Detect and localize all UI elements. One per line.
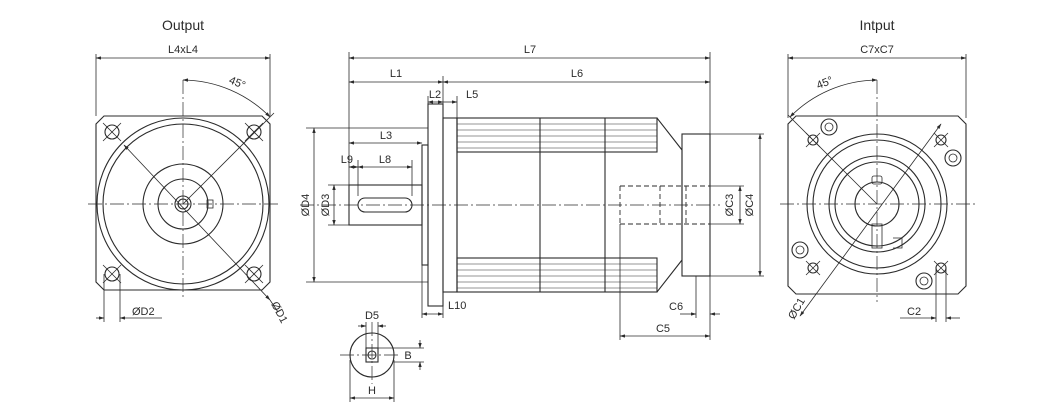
c4-label: ØC4 [744,194,756,217]
c7-label: C7xC7 [860,44,894,56]
l5-label: L5 [466,89,478,101]
h-label: H [368,385,376,397]
c3-label: ØC3 [724,194,736,217]
c1-label: ØC1 [786,296,808,322]
c6-label: C6 [669,301,683,313]
l7-label: L7 [524,44,536,56]
input-angle-label: 45° [815,75,835,92]
l3-label: L3 [380,130,392,142]
d5-label: D5 [365,310,379,322]
c5-label: C5 [656,323,670,335]
input-view: Intput C7xC7 45° [780,17,975,322]
shaft-section-view: D5 B H [340,310,424,402]
d1-label: ØD1 [268,300,289,326]
side-view: L7 L1 L6 L2 L5 L3 L9 L8 ØD4 ØD3 [300,44,764,340]
b-label: B [404,350,411,362]
input-title: Intput [859,17,894,33]
l9-label: L9 [341,154,353,166]
l8-label: L8 [379,154,391,166]
l1-label: L1 [390,68,402,80]
l2-label: L2 [429,89,441,101]
l10-label: L10 [448,300,466,312]
output-angle-label: 45° [227,75,247,92]
output-view: Output L4xL4 45° ØD1 [88,17,290,325]
input-flange [787,115,967,295]
output-title: Output [162,17,204,33]
c2-label: C2 [907,306,921,318]
l4-label: L4xL4 [168,44,198,56]
l6-label: L6 [571,68,583,80]
d2-label: ØD2 [132,306,155,318]
